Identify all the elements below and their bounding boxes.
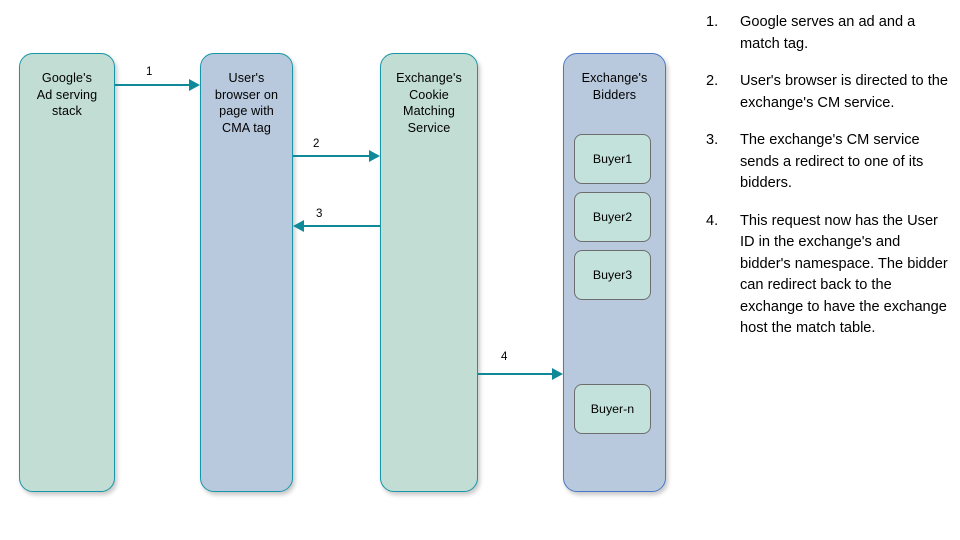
step-text: Google serves an ad and a match tag. (740, 14, 916, 52)
step-number: 3. (706, 132, 719, 148)
step-item-2: 2. User's browser is directed to the exc… (706, 71, 954, 114)
step-item-3: 3. The exchange's CM service sends a red… (706, 130, 954, 195)
lane-exchange-cookie-matching-service[interactable]: Exchange's Cookie Matching Service (380, 53, 478, 492)
lane-title-exchange-cookie-matching-service: Exchange's Cookie Matching Service (396, 71, 462, 135)
lane-title-user-browser: User's browser on page with CMA tag (214, 71, 279, 135)
arrow-1-line (115, 84, 189, 86)
buyer-box-2[interactable]: Buyer2 (574, 192, 651, 242)
lane-title-exchange-bidders: Exchange's Bidders (581, 71, 648, 102)
buyer-box-1[interactable]: Buyer1 (574, 134, 651, 184)
arrow-4-label: 4 (501, 351, 508, 363)
buyer-label: Buyer3 (592, 268, 633, 282)
steps-list: 1. Google serves an ad and a match tag. … (706, 12, 954, 356)
arrow-1-label: 1 (146, 66, 153, 78)
arrow-3-head (293, 220, 304, 232)
arrow-3-label: 3 (316, 208, 323, 220)
buyer-label: Buyer1 (592, 152, 633, 166)
arrow-2-head (369, 150, 380, 162)
lane-user-browser[interactable]: User's browser on page with CMA tag (200, 53, 293, 492)
buyer-label: Buyer-n (590, 402, 635, 416)
arrow-2-line (293, 155, 369, 157)
arrow-2-label: 2 (313, 138, 320, 150)
step-item-1: 1. Google serves an ad and a match tag. (706, 12, 954, 55)
step-number: 4. (706, 212, 719, 229)
lane-title-google-ad-serving-stack: Google's Ad serving stack (36, 71, 98, 119)
step-number: 2. (706, 73, 719, 89)
arrow-1-head (189, 79, 200, 91)
arrow-4-head (552, 368, 563, 380)
step-text: The exchange's CM service sends a redire… (740, 132, 924, 191)
step-item-4: 4. This request now has the User ID in t… (706, 211, 954, 340)
buyer-box-3[interactable]: Buyer3 (574, 250, 651, 300)
arrow-3-line (304, 225, 380, 227)
step-text: This request now has the User ID in the … (740, 212, 948, 337)
arrow-4-line (478, 373, 552, 375)
lane-google-ad-serving-stack[interactable]: Google's Ad serving stack (19, 53, 115, 492)
step-text: User's browser is directed to the exchan… (740, 73, 948, 111)
buyer-box-n[interactable]: Buyer-n (574, 384, 651, 434)
step-number: 1. (706, 14, 719, 30)
buyer-label: Buyer2 (592, 210, 633, 224)
